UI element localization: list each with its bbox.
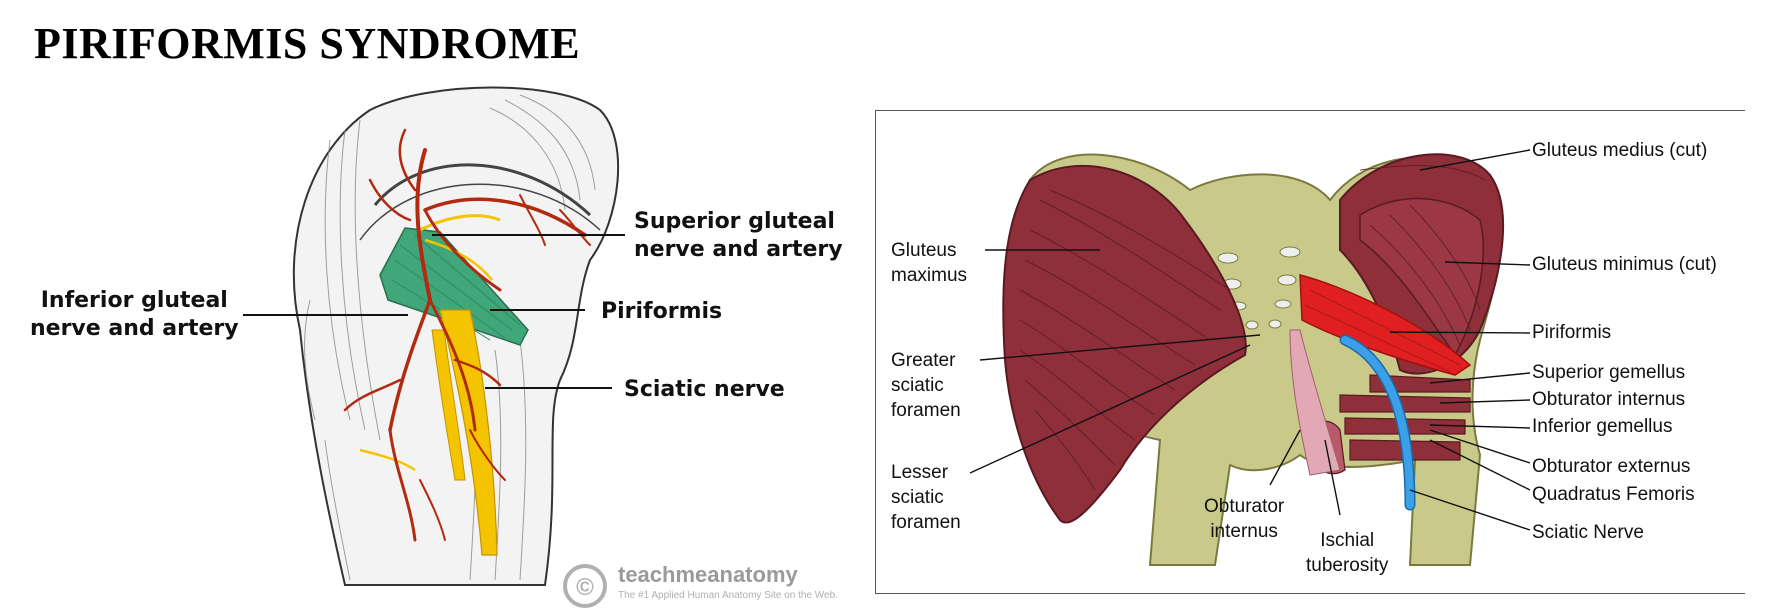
label-gluteus-medius: Gluteus medius (cut) — [1532, 140, 1708, 161]
label-lesser-sciatic-foramen: Lesser sciatic foramen — [891, 460, 961, 535]
label-greater-sciatic-line2: sciatic — [891, 375, 944, 396]
label-quadratus-femoris: Quadratus Femoris — [1532, 484, 1695, 505]
label-piriformis-right: Piriformis — [1532, 322, 1612, 343]
label-inferior-gemellus: Inferior gemellus — [1532, 416, 1673, 437]
right-pelvis-illustration — [969, 149, 1531, 566]
label-gluteus-minimus: Gluteus minimus (cut) — [1532, 254, 1717, 275]
label-greater-sciatic-foramen: Greater sciatic foramen — [891, 348, 961, 423]
label-obturator-internus-right: Obturator internus — [1532, 389, 1686, 410]
label-greater-sciatic-line3: foramen — [891, 400, 961, 421]
label-gluteus-maximus-line2: maximus — [891, 265, 968, 286]
label-inferior-gluteal-line2: nerve and artery — [30, 316, 239, 341]
label-sciatic-nerve-left: Sciatic nerve — [624, 377, 785, 402]
right-panel-frame — [875, 110, 1745, 594]
label-gluteus-maximus: Gluteus maximus — [891, 238, 967, 288]
watermark-brand: teachmeanatomy — [618, 562, 798, 587]
label-obturator-internus-bottom-line1: Obturator — [1204, 496, 1285, 517]
page-title: PIRIFORMIS SYNDROME — [34, 19, 581, 68]
left-gluteal-illustration: © — [243, 86, 625, 608]
label-obturator-externus: Obturator externus — [1532, 456, 1691, 477]
label-obturator-internus-bottom-line2: internus — [1210, 521, 1278, 542]
label-obturator-internus-bottom: Obturator internus — [1204, 494, 1284, 544]
label-ischial-tuberosity-line1: Ischial — [1320, 530, 1375, 551]
label-greater-sciatic-line1: Greater — [891, 350, 956, 371]
label-lesser-sciatic-line2: sciatic — [891, 487, 944, 508]
label-ischial-tuberosity: Ischial tuberosity — [1306, 528, 1388, 578]
label-piriformis-left: Piriformis — [601, 299, 723, 324]
label-superior-gluteal: Superior gluteal nerve and artery — [634, 208, 843, 264]
svg-text:©: © — [576, 574, 594, 601]
label-lesser-sciatic-line3: foramen — [891, 512, 961, 533]
label-sciatic-nerve-right: Sciatic Nerve — [1532, 522, 1644, 543]
label-inferior-gluteal: Inferior gluteal nerve and artery — [30, 287, 239, 343]
label-lesser-sciatic-line1: Lesser — [891, 462, 949, 483]
watermark-tagline: The #1 Applied Human Anatomy Site on the… — [618, 590, 838, 601]
label-ischial-tuberosity-line2: tuberosity — [1306, 555, 1389, 576]
label-superior-gluteal-line2: nerve and artery — [634, 237, 843, 262]
label-gluteus-maximus-line1: Gluteus — [891, 240, 957, 261]
label-superior-gemellus: Superior gemellus — [1532, 362, 1686, 383]
label-inferior-gluteal-line1: Inferior gluteal — [40, 288, 228, 313]
label-superior-gluteal-line1: Superior gluteal — [634, 209, 835, 234]
